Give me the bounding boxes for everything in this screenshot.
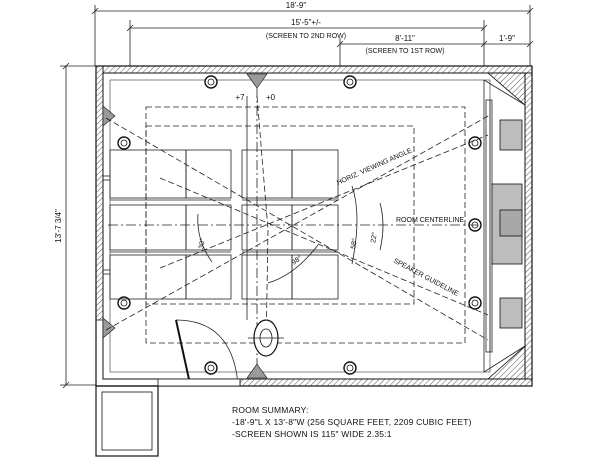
dimension-lines bbox=[60, 5, 534, 389]
speaker-right-front bbox=[499, 297, 523, 329]
ceiling-speaker-9 bbox=[343, 361, 357, 375]
wall-ticks bbox=[103, 175, 110, 275]
summary-line-1: -18'-9"L X 13'-8"W (256 SQUARE FEET, 220… bbox=[232, 417, 472, 427]
angle-22: 22° bbox=[369, 232, 379, 244]
angle-30: 30° bbox=[197, 238, 207, 250]
label-room-centerline: ROOM CENTERLINE bbox=[396, 217, 464, 224]
speaker-left-front bbox=[499, 119, 523, 151]
sconce-bottom bbox=[246, 363, 268, 379]
wall-hatch-right bbox=[524, 72, 533, 380]
dim-screen-to-1st-row-note: (SCREEN TO 1ST ROW) bbox=[366, 48, 445, 55]
room-walls bbox=[95, 65, 533, 387]
dim-screen-to-2nd-row-note: (SCREEN TO 2ND ROW) bbox=[266, 33, 346, 40]
seating bbox=[109, 149, 339, 300]
wall-hatch-top bbox=[102, 65, 533, 74]
angle-arcs bbox=[197, 185, 384, 284]
dim-screen-to-2nd-row: 15'-5"+/- bbox=[291, 18, 321, 27]
ceiling-speaker-8 bbox=[204, 361, 218, 375]
ceiling-speaker-6 bbox=[117, 296, 131, 310]
sconce-left-top bbox=[102, 105, 116, 127]
dim-overall-width: 18'-9" bbox=[286, 1, 307, 10]
wall-hatch-left bbox=[95, 65, 104, 321]
summary-title: ROOM SUMMARY: bbox=[232, 405, 309, 415]
label-plus-seven: +7 bbox=[235, 93, 245, 102]
riser-outline-inner bbox=[145, 125, 415, 305]
label-plus-zero: +0 bbox=[266, 93, 276, 102]
dim-stage-depth: 1'-9" bbox=[499, 34, 515, 43]
wall-hatch-bottom bbox=[239, 378, 533, 387]
dim-screen-to-1st-row: 8'-11" bbox=[395, 34, 415, 43]
ceiling-speakers bbox=[117, 75, 482, 375]
ceiling-speaker-2 bbox=[343, 75, 357, 89]
speaker-center-inner bbox=[499, 209, 523, 237]
ceiling-speaker-7 bbox=[468, 296, 482, 310]
angle-58: 58° bbox=[349, 238, 359, 250]
screen-stage bbox=[483, 79, 526, 373]
ceiling-speaker-3 bbox=[117, 136, 131, 150]
dim-room-depth: 13'-7 3/4" bbox=[54, 209, 63, 243]
sconce-top bbox=[246, 73, 268, 89]
ceiling-speaker-1 bbox=[204, 75, 218, 89]
entry-door bbox=[95, 319, 241, 457]
listener-head bbox=[248, 319, 284, 357]
summary-line-2: -SCREEN SHOWN IS 115" WIDE 2.35:1 bbox=[232, 429, 392, 439]
